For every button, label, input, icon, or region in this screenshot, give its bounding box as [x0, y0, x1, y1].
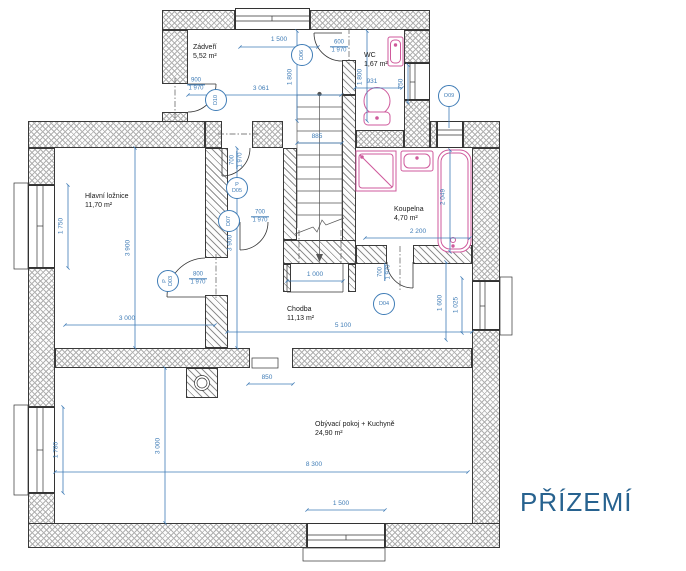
room-name: Chodba: [287, 306, 312, 313]
wall-segment: [28, 121, 205, 148]
partition-wall: [413, 245, 472, 264]
room-name: Obývací pokoj + Kuchyně: [315, 421, 395, 428]
partition-wall: [342, 95, 356, 245]
dim-label: 1 600: [436, 294, 444, 312]
dim-label: 1 750: [57, 217, 65, 235]
room-label-loznice: Hlavní ložnice 11,70 m²: [85, 192, 129, 210]
window: [404, 63, 430, 100]
dim-label: 3 000: [154, 437, 162, 455]
wall-segment: [404, 30, 430, 63]
window: [28, 185, 55, 268]
room-label-zadveri: Zádveří 5,52 m²: [193, 43, 217, 61]
room-area: 11,13 m²: [287, 315, 315, 323]
wall-segment: [356, 130, 404, 148]
room-name: Hlavní ložnice: [85, 193, 129, 200]
wall-segment: [310, 10, 430, 30]
toilet: [363, 87, 391, 126]
room-label-chodba: Chodba 11,13 m²: [287, 305, 314, 323]
washbasin-wc: [387, 36, 404, 67]
wall-segment: [162, 30, 188, 84]
dim-label: 1 025: [452, 296, 460, 314]
room-name: Koupelna: [394, 206, 424, 213]
chimney: [186, 368, 218, 398]
wall-segment: [292, 348, 472, 368]
wall-segment: [205, 121, 222, 148]
partition-wall: [342, 60, 356, 95]
window: [437, 121, 463, 148]
dim-label: 1 800: [356, 68, 364, 86]
room-name: WC: [364, 52, 376, 59]
wall-segment: [55, 348, 250, 368]
wall-segment: [430, 121, 437, 148]
dim-label: 850: [261, 374, 273, 381]
wall-segment: [28, 523, 307, 548]
partition-wall: [283, 264, 291, 292]
window: [472, 281, 500, 330]
window: [235, 8, 310, 30]
wall-segment: [162, 10, 235, 30]
wall-segment: [385, 523, 500, 548]
wall-segment: [28, 148, 55, 185]
partition-wall: [283, 148, 297, 240]
room-area: 4,70 m²: [394, 215, 418, 223]
window-tag-o09: O09: [438, 85, 460, 107]
wall-segment: [472, 330, 500, 548]
partition-wall: [283, 240, 356, 264]
door-tag-d10: D10: [205, 89, 227, 111]
washbasin: [400, 150, 434, 172]
partition-wall: [348, 264, 356, 292]
wall-segment: [472, 148, 500, 281]
room-name: Zádveří: [193, 44, 217, 51]
door-tag-d07: D07: [218, 210, 240, 232]
room-area: 24,90 m²: [315, 430, 343, 438]
door-tag-d06: D06: [291, 44, 313, 66]
shower: [355, 150, 397, 192]
partition-wall: [205, 148, 228, 258]
window: [28, 407, 55, 493]
partition-wall: [205, 295, 228, 348]
window: [307, 523, 385, 548]
room-area: 11,70 m²: [85, 202, 113, 210]
dim-label: 3 900: [124, 239, 132, 257]
dim-label: 885: [311, 133, 323, 140]
dim-label: 2 200: [409, 228, 427, 235]
room-label-wc: WC 1,67 m²: [364, 51, 388, 69]
dim-label: 1 500: [332, 500, 350, 507]
wall-segment: [463, 121, 500, 148]
dim-label: 3 000: [118, 315, 136, 322]
dim-label: 931: [366, 78, 378, 85]
dim-label: 2 049: [439, 188, 447, 206]
wall-segment: [404, 100, 430, 148]
drawing-title: PŘÍZEMÍ: [520, 487, 633, 517]
dim-label: 5 100: [334, 322, 352, 329]
door-tag-d04: D04: [373, 293, 395, 315]
wall-segment: [252, 121, 283, 148]
dim-label: 750: [397, 78, 405, 90]
wall-segment: [28, 268, 55, 407]
room-area: 1,67 m²: [364, 61, 388, 69]
room-label-obyvaci: Obývací pokoj + Kuchyně 24,90 m²: [315, 420, 395, 438]
room-area: 5,52 m²: [193, 53, 217, 61]
partition-wall: [356, 245, 387, 264]
dim-label: 1 780: [52, 441, 60, 459]
dim-label: 1 500: [270, 36, 288, 43]
dim-label: 1 800: [286, 68, 294, 86]
dim-label: 8 300: [305, 461, 323, 468]
dim-label: 1 000: [306, 271, 324, 278]
room-label-koupelna: Koupelna 4,70 m²: [394, 205, 424, 223]
dim-label: 3 900: [226, 234, 234, 252]
dim-label: 3 061: [252, 85, 270, 92]
